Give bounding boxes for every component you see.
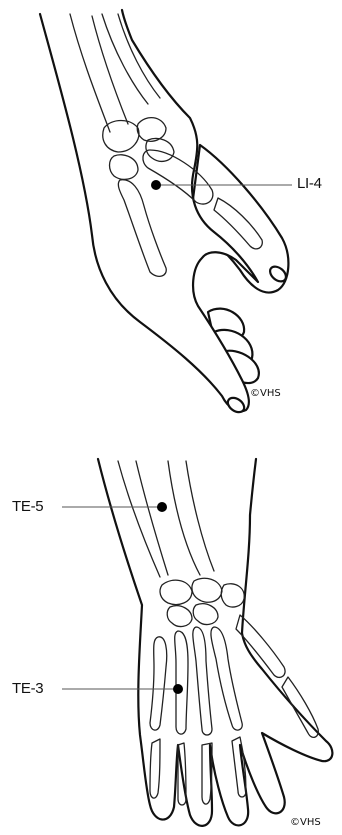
te5-point-marker <box>157 502 167 512</box>
hand-dorsal-outline <box>98 459 332 826</box>
li4-point-marker <box>151 180 161 190</box>
hand-dorsal-view-figure: TE-5 TE-3 ©VHS <box>0 445 342 835</box>
hand-dorsal-view-drawing <box>0 445 342 835</box>
hand-side-view-figure: LI-4 ©VHS <box>0 0 342 420</box>
te5-label: TE-5 <box>12 498 43 515</box>
hand-side-view-drawing <box>0 0 342 420</box>
te3-point-marker <box>173 684 183 694</box>
li4-label: LI-4 <box>297 175 322 192</box>
te3-label: TE-3 <box>12 680 43 697</box>
copyright-bottom: ©VHS <box>290 817 321 828</box>
copyright-top: ©VHS <box>250 388 281 399</box>
